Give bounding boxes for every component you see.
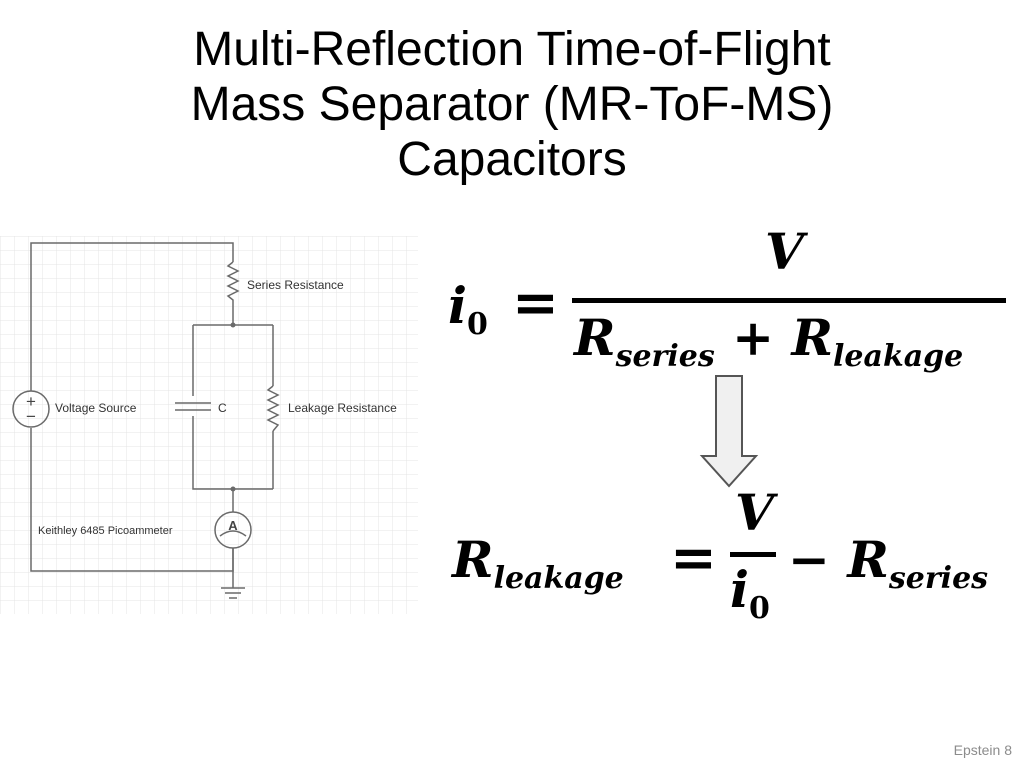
- voltage-source-symbol: [12, 390, 50, 428]
- plus-sign: +: [26, 392, 36, 411]
- label-voltage-source: Voltage Source: [55, 401, 137, 415]
- ammeter-symbol: [214, 511, 252, 549]
- label-series-resistance: Series Resistance: [247, 278, 344, 292]
- capacitor-symbol: [175, 402, 211, 411]
- eq2-numerator: V: [735, 483, 774, 542]
- eq2-equals: =: [670, 525, 717, 591]
- eq2-rhs: − Rseries: [788, 530, 989, 596]
- junction-bottom: [230, 486, 236, 492]
- down-arrow-icon: [699, 375, 759, 488]
- eq2-denominator: i0: [730, 560, 770, 626]
- eq1-equals: =: [512, 270, 559, 336]
- ammeter-dial: [219, 530, 247, 537]
- eq1-fraction-bar: [572, 298, 1006, 303]
- slide-title: Multi-Reflection Time-of-Flight Mass Sep…: [0, 22, 1024, 187]
- circuit-diagram: + − A Series Resistance Voltage Source C…: [0, 236, 418, 614]
- eq1-denominator: Rseries + Rleakage: [574, 308, 964, 374]
- eq2-fraction-bar: [730, 552, 776, 557]
- slide-footer: Epstein 8: [953, 742, 1012, 758]
- ground-symbol: [221, 587, 245, 599]
- wire-outer-top: [30, 242, 234, 391]
- label-capacitor: C: [218, 401, 227, 415]
- ammeter-letter: A: [228, 518, 238, 533]
- eq1-numerator: V: [765, 222, 804, 281]
- label-leakage-resistance: Leakage Resistance: [288, 401, 397, 415]
- title-line-2: Mass Separator (MR-ToF-MS): [190, 78, 834, 131]
- eq1-lhs: i0: [448, 276, 488, 342]
- label-picoammeter: Keithley 6485 Picoammeter: [38, 525, 173, 537]
- minus-sign: −: [26, 407, 36, 426]
- title-line-1: Multi-Reflection Time-of-Flight: [193, 23, 831, 76]
- series-resistor: [226, 261, 240, 325]
- grid-background: [0, 236, 418, 614]
- title-line-3: Capacitors: [397, 133, 627, 186]
- junction-top: [230, 322, 236, 328]
- eq2-lhs: Rleakage: [452, 530, 624, 596]
- leakage-resistor: [266, 385, 280, 432]
